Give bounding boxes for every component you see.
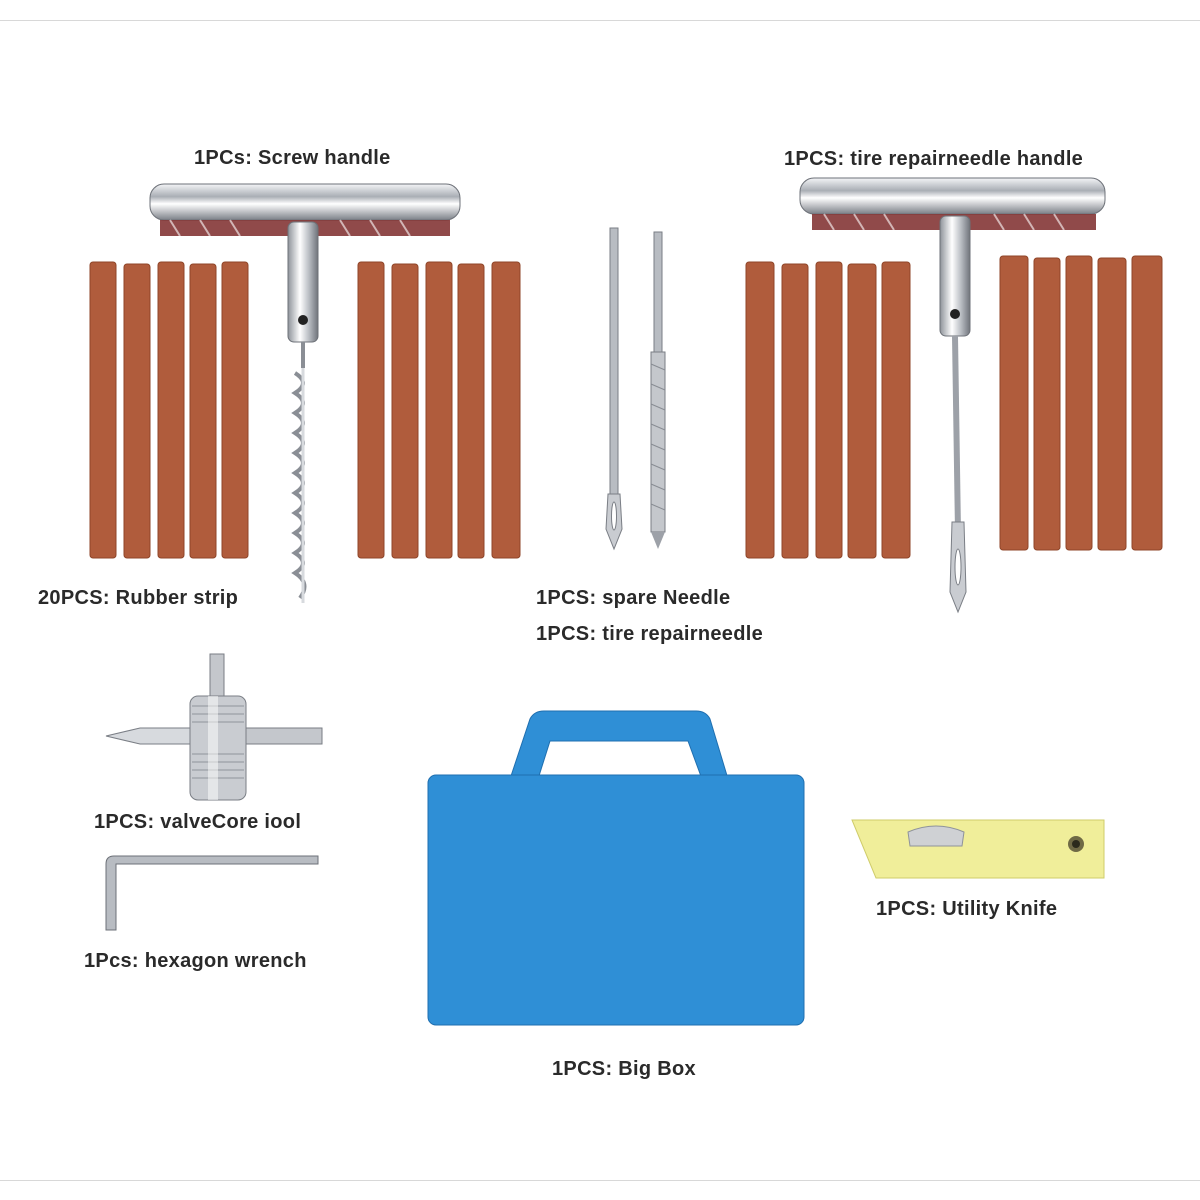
bottom-border bbox=[0, 1180, 1200, 1181]
repair-needle-label: 1PCS: tire repairneedle bbox=[536, 623, 763, 645]
utility-knife-label: 1PCS: Utility Knife bbox=[876, 898, 1058, 920]
rubber-strips-group-1 bbox=[86, 258, 256, 563]
rubber-strip-label: 20PCS: Rubber strip bbox=[38, 587, 239, 609]
needle-handle-tool bbox=[790, 172, 1120, 622]
valve-core-tool bbox=[100, 650, 330, 810]
hex-wrench-label: 1Pcs: hexagon wrench bbox=[84, 950, 307, 972]
needle-handle-label: 1PCS: tire repairneedle handle bbox=[784, 148, 1084, 170]
hex-wrench bbox=[96, 850, 326, 940]
screw-handle-tool bbox=[140, 178, 470, 618]
rubber-strips-group-2 bbox=[354, 258, 526, 563]
top-border bbox=[0, 20, 1200, 21]
rubber-strips-group-3 bbox=[742, 258, 918, 563]
big-box-label: 1PCS: Big Box bbox=[552, 1058, 696, 1080]
utility-knife bbox=[846, 812, 1111, 882]
screw-handle-label: 1PCs: Screw handle bbox=[194, 147, 391, 169]
big-box bbox=[420, 705, 812, 1030]
spare-needles bbox=[598, 224, 678, 554]
spare-needle-label: 1PCS: spare Needle bbox=[536, 587, 731, 609]
rubber-strips-group-4 bbox=[996, 252, 1174, 557]
valve-core-tool-label: 1PCS: valveCore iool bbox=[94, 811, 302, 833]
